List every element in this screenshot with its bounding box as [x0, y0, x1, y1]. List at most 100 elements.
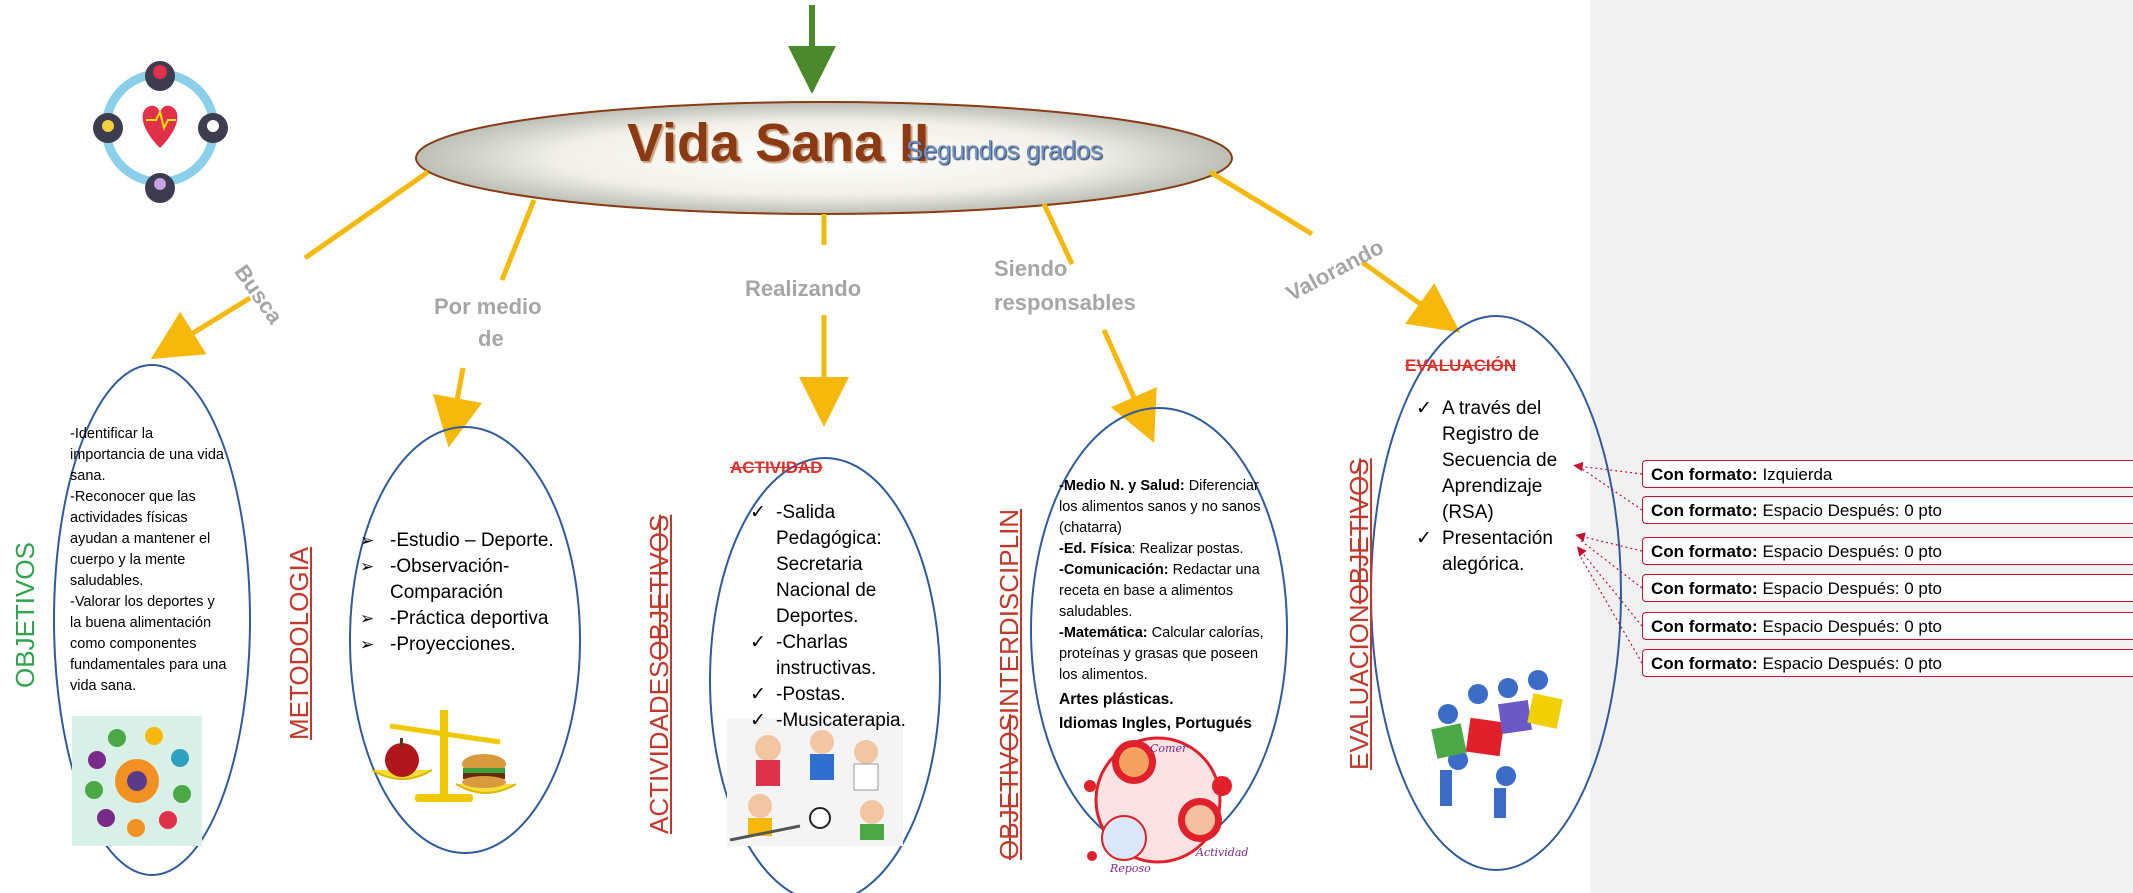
vertical-label-interdisciplinary: OBJETIVOSINTERDISCIPLIN	[994, 509, 1025, 860]
format-comment[interactable]: Con formato: Espacio Después: 0 pto	[1642, 612, 2133, 640]
subject-row: Idiomas Ingles, Portugués	[1059, 713, 1271, 734]
connectors	[150, 169, 1461, 448]
format-comment-label: Con formato:	[1651, 501, 1758, 520]
vertical-label-interdisc-deleted: OBJETIVOS	[994, 714, 1024, 860]
actividad-item: -Musicaterapia.	[746, 708, 926, 734]
format-comment[interactable]: Con formato: Espacio Después: 0 pto	[1642, 649, 2133, 677]
format-comment-value: Espacio Después: 0 pto	[1762, 654, 1943, 673]
vertical-label-evaluacion: EVALUACIONOBJETIVOS	[1344, 458, 1375, 770]
subject-name: -Ed. Física	[1059, 541, 1132, 557]
actividad-item: -Charlas instructivas.	[746, 630, 926, 682]
comment-leader-6	[1579, 555, 1643, 664]
vertical-label-metodologia: METODOLOGIA	[284, 546, 314, 740]
connector-siendo-upper	[1041, 202, 1075, 266]
subject-row: -Medio N. y Salud: Diferenciar los alime…	[1059, 476, 1271, 539]
evaluacion-item: A través del Registro de Secuencia de Ap…	[1412, 396, 1572, 526]
evaluacion-item: Presentación alegórica.	[1412, 526, 1572, 578]
evaluacion-ellipse	[1370, 315, 1622, 871]
metodologia-item: -Proyecciones.	[360, 632, 570, 658]
vertical-label-actividades: ACTIVIDADESOBJETIVOS	[644, 515, 675, 834]
subject-name: -Matemática:	[1059, 625, 1148, 641]
format-comment-value: Espacio Después: 0 pto	[1762, 501, 1943, 520]
subject-name: -Medio N. y Salud:	[1059, 478, 1185, 494]
subject-desc: : Realizar postas.	[1131, 541, 1244, 557]
format-comment-value: Espacio Después: 0 pto	[1762, 617, 1943, 636]
metodologia-item: -Observación-Comparación	[360, 554, 570, 606]
subject-row: -Comunicación: Redactar una receta en ba…	[1059, 560, 1271, 623]
format-comment[interactable]: Con formato: Espacio Después: 0 pto	[1642, 496, 2133, 524]
objetivos-text: -Identificar la importancia de una vida …	[70, 424, 230, 697]
subject-desc: Calcular calorías, proteínas y grasas qu…	[1059, 625, 1264, 683]
subject-name: Idiomas Ingles, Portugués	[1059, 715, 1252, 732]
actividad-item: -Salida Pedagógica: Secretaria Nacional …	[746, 500, 926, 630]
vertical-label-actividades-text: ACTIVIDADES	[644, 660, 674, 834]
link-label-realizando: Realizando	[745, 276, 862, 301]
vertical-label-evaluacion-deleted: OBJETIVOS	[1344, 458, 1374, 605]
format-comment[interactable]: Con formato: Izquierda	[1642, 460, 2133, 488]
vertical-label-actividades-deleted: OBJETIVOS	[644, 514, 674, 661]
teamwork-puzzle-image	[1431, 670, 1563, 818]
subject-name: Artes plásticas.	[1059, 691, 1174, 708]
format-comment[interactable]: Con formato: Espacio Después: 0 pto	[1642, 537, 2133, 565]
link-label-por-medio-line1: Por medio	[434, 294, 542, 319]
format-comment-label: Con formato:	[1651, 542, 1758, 561]
actividad-item: -Postas.	[746, 682, 926, 708]
connector-por-medio-upper	[499, 199, 537, 281]
comment-leader-1	[1573, 461, 1643, 475]
format-comment-label: Con formato:	[1651, 579, 1758, 598]
comment-leader-5	[1576, 546, 1643, 627]
nutrition-cycle-image: Comer Actividad Reposo	[1084, 736, 1248, 875]
comment-leader-4	[1579, 539, 1643, 589]
actividad-list: -Salida Pedagógica: Secretaria Nacional …	[746, 500, 926, 734]
map-subtitle: Segundos grados	[906, 135, 1103, 165]
link-label-por-medio-line2: de	[478, 326, 504, 348]
connector-por-medio-lower	[432, 367, 483, 448]
svg-text:Reposo: Reposo	[1109, 862, 1151, 875]
actividades-ellipse	[709, 457, 941, 893]
vertical-label-objetivos: OBJETIVOS	[10, 542, 40, 688]
objetivo-item: -Reconocer que las actividades físicas a…	[70, 489, 211, 589]
vertical-label-interdisciplin-text: INTERDISCIPLIN	[994, 508, 1024, 715]
comment-margin	[1590, 0, 2133, 893]
format-comment-value: Espacio Después: 0 pto	[1762, 542, 1943, 561]
format-comment-value: Izquierda	[1762, 465, 1833, 484]
connector-siendo-lower	[1101, 328, 1157, 443]
metodologia-item: -Estudio – Deporte.	[360, 528, 570, 554]
subject-desc: Diferenciar los alimentos sanos y no san…	[1059, 478, 1261, 536]
evaluacion-list: A través del Registro de Secuencia de Ap…	[1412, 396, 1572, 578]
subject-row: -Ed. Física: Realizar postas.	[1059, 539, 1271, 560]
objetivo-item: -Identificar la importancia de una vida …	[70, 426, 224, 484]
svg-text:Comer: Comer	[1150, 742, 1188, 755]
format-comment[interactable]: Con formato: Espacio Después: 0 pto	[1642, 574, 2133, 602]
format-comment-label: Con formato:	[1651, 617, 1758, 636]
connector-busca-lower	[150, 295, 252, 360]
objetivos-ellipse	[53, 364, 251, 876]
actividad-heading: ACTIVIDAD	[730, 458, 823, 477]
connector-busca-upper	[303, 169, 430, 261]
metodologia-list: -Estudio – Deporte. -Observación-Compara…	[360, 528, 570, 658]
metodologia-ellipse	[349, 426, 581, 854]
comment-leader-2	[1577, 465, 1643, 511]
connector-valorando-lower	[1360, 259, 1461, 333]
format-comment-label: Con formato:	[1651, 654, 1758, 673]
metodologia-item: -Práctica deportiva	[360, 606, 570, 632]
sport-icons-image	[72, 716, 202, 846]
map-title: Vida Sana II	[627, 113, 930, 173]
vertical-label-evaluacion-text: EVALUACION	[1344, 604, 1374, 770]
comment-leader-3	[1575, 532, 1643, 552]
interdisciplinary-text: -Medio N. y Salud: Diferenciar los alime…	[1059, 476, 1271, 734]
connector-valorando-upper	[1208, 169, 1314, 237]
link-label-siendo-line2: responsables	[994, 290, 1136, 315]
subject-name: -Comunicación:	[1059, 562, 1169, 578]
subject-row: Artes plásticas.	[1059, 689, 1271, 710]
balance-scale-image	[371, 710, 517, 802]
evaluacion-heading: EVALUACIÓN	[1405, 356, 1517, 375]
link-label-siendo-line1: Siendo	[994, 256, 1068, 281]
svg-text:Actividad: Actividad	[1195, 846, 1248, 859]
objetivo-item: -Valorar los deportes y la buena aliment…	[70, 594, 227, 694]
subject-row: -Matemática: Calcular calorías, proteína…	[1059, 623, 1271, 686]
kids-sports-image	[727, 718, 903, 846]
format-comment-label: Con formato:	[1651, 465, 1758, 484]
format-comment-value: Espacio Después: 0 pto	[1762, 579, 1943, 598]
